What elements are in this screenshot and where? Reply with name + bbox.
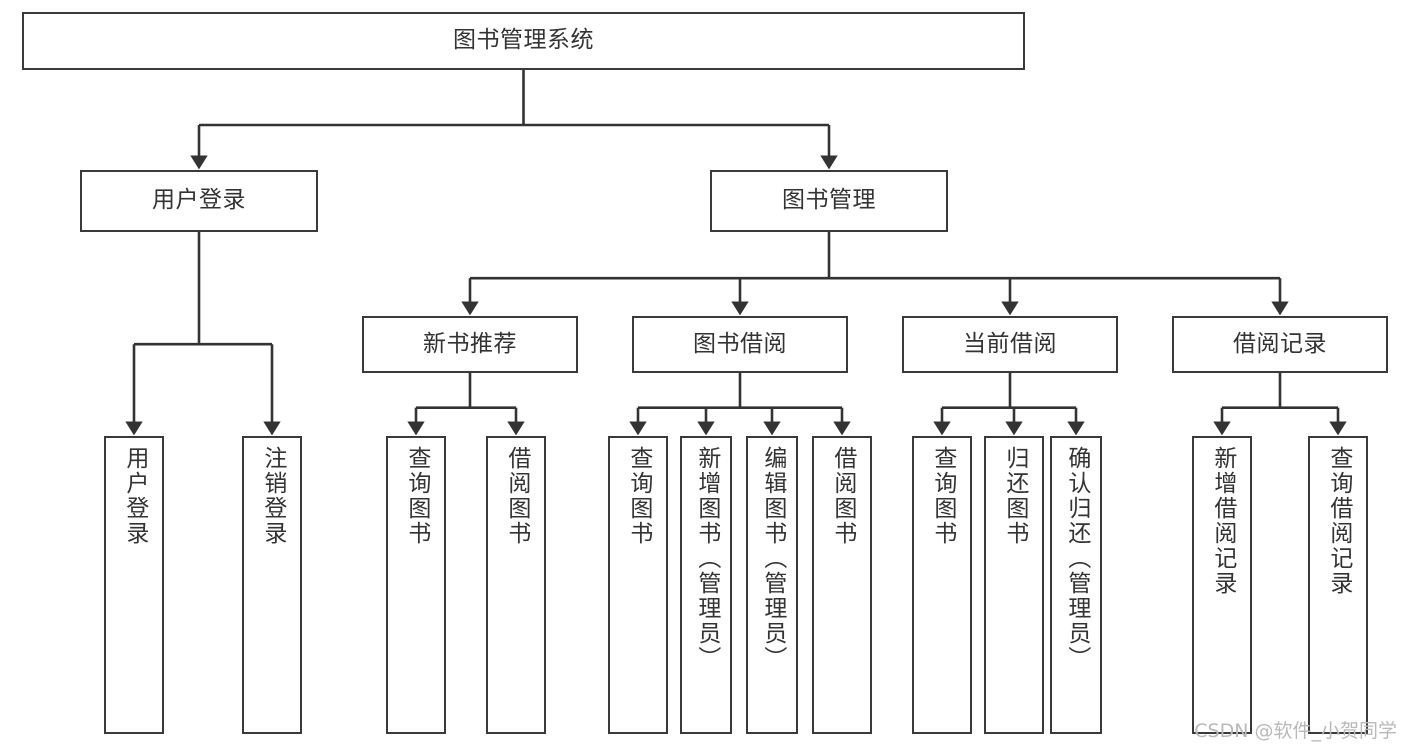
node-label: 查询图书 — [625, 446, 652, 546]
node-label: 确认归还（管理员） — [1063, 446, 1090, 671]
node-label: 查询图书 — [929, 446, 956, 546]
node-leaf-query-record[interactable]: 查询借阅记录 — [1308, 436, 1368, 734]
node-label: 新书推荐 — [423, 330, 517, 357]
node-leaf-add-book[interactable]: 新增图书（管理员） — [680, 436, 732, 734]
node-leaf-query-book-3[interactable]: 查询图书 — [912, 436, 972, 734]
watermark-text: CSDN @软件_小贺同学 — [1194, 720, 1397, 742]
node-label: 用户登录 — [121, 446, 148, 546]
node-label: 借阅图书 — [829, 446, 856, 546]
node-label: 用户登录 — [152, 187, 246, 214]
node-label: 借阅图书 — [503, 446, 530, 546]
node-leaf-confirm-return[interactable]: 确认归还（管理员） — [1050, 436, 1102, 734]
node-current-borrow[interactable]: 当前借阅 — [902, 316, 1118, 373]
node-leaf-borrow-book-1[interactable]: 借阅图书 — [486, 436, 546, 734]
node-leaf-user-login[interactable]: 用户登录 — [104, 436, 164, 734]
node-leaf-query-book-2[interactable]: 查询图书 — [608, 436, 668, 734]
node-label: 图书借阅 — [693, 330, 787, 357]
node-user-login[interactable]: 用户登录 — [80, 170, 318, 232]
node-book-manage[interactable]: 图书管理 — [710, 170, 948, 232]
node-leaf-borrow-book-2[interactable]: 借阅图书 — [812, 436, 872, 734]
node-label: 归还图书 — [1001, 446, 1028, 546]
node-new-book-rec[interactable]: 新书推荐 — [362, 316, 578, 373]
node-leaf-add-record[interactable]: 新增借阅记录 — [1192, 436, 1252, 734]
node-root[interactable]: 图书管理系统 — [22, 12, 1025, 70]
node-label: 查询借阅记录 — [1325, 446, 1352, 596]
node-leaf-return-book[interactable]: 归还图书 — [984, 436, 1044, 734]
node-label: 编辑图书（管理员） — [759, 446, 786, 671]
node-leaf-query-book-1[interactable]: 查询图书 — [386, 436, 446, 734]
node-label: 图书管理 — [782, 187, 876, 214]
node-borrow-record[interactable]: 借阅记录 — [1172, 316, 1388, 373]
node-label: 图书管理系统 — [453, 27, 594, 54]
node-book-borrow[interactable]: 图书借阅 — [632, 316, 848, 373]
node-label: 借阅记录 — [1233, 330, 1327, 357]
node-label: 新增图书（管理员） — [693, 446, 720, 671]
node-leaf-user-logout[interactable]: 注销登录 — [242, 436, 302, 734]
node-leaf-edit-book[interactable]: 编辑图书（管理员） — [746, 436, 798, 734]
node-label: 新增借阅记录 — [1209, 446, 1236, 596]
node-label: 注销登录 — [259, 446, 286, 546]
node-label: 查询图书 — [403, 446, 430, 546]
node-label: 当前借阅 — [963, 330, 1057, 357]
